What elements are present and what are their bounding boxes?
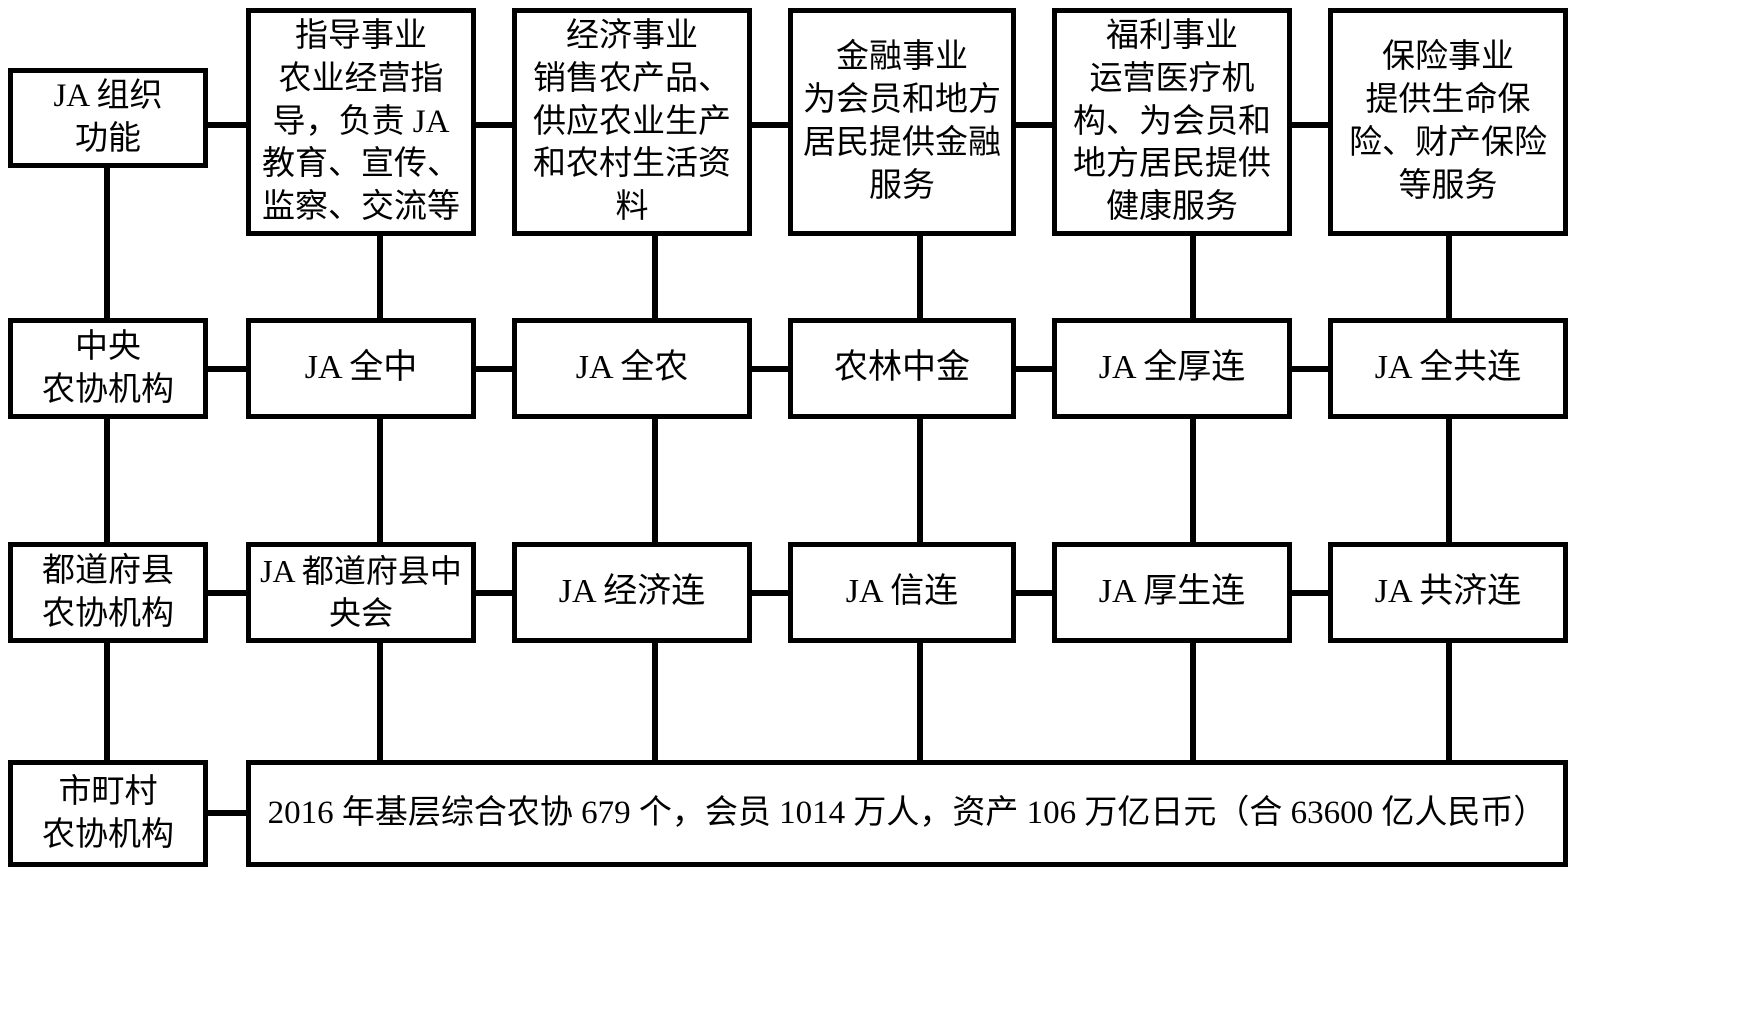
prefecture-org-ja-kyosairen-text: JA 共济连 [1374,573,1522,611]
prefecture-org-ja-koseiren-text: JA 厚生连 [1098,573,1246,611]
connector-welfare-to-insurance [1290,122,1330,128]
central-org-ja-zenkyoren[interactable]: JA 全共连 [1328,318,1568,419]
connector-zennoh-to-norinchukin [750,366,790,372]
central-org-ja-zenchu-text: JA 全中 [304,349,418,387]
business-box-finance[interactable]: 金融事业 为会员和地方居民提供金融服务 [788,8,1016,236]
row-label-central-text: 中央 农协机构 [42,328,174,408]
connector-shinren-to-base [917,642,923,760]
row-label-municipal[interactable]: 市町村 农协机构 [8,760,208,867]
prefecture-org-ja-keizairen-text: JA 经济连 [558,573,706,611]
prefecture-org-ja-chuokai[interactable]: JA 都道府县中央会 [246,542,476,643]
prefecture-org-ja-shinren-text: JA 信连 [845,573,959,611]
business-box-insurance-text: 保险事业 提供生命保险、财产保险等服务 [1349,39,1547,204]
connector-left-spine-3 [104,642,110,760]
connector-economy-to-finance [750,122,790,128]
connector-zenchu-to-zennoh [474,366,514,372]
connector-municipal-label-to-note [208,810,248,816]
central-org-norinchukin-text: 农林中金 [834,349,970,387]
central-org-ja-zenkyoren-text: JA 全共连 [1374,349,1522,387]
connector-keizairen-to-base [652,642,658,760]
base-level-summary-box[interactable]: 2016 年基层综合农协 679 个，会员 1014 万人，资产 106 万亿日… [246,760,1568,867]
prefecture-org-ja-koseiren[interactable]: JA 厚生连 [1052,542,1292,643]
connector-keizairen-to-shinren [750,590,790,596]
connector-insurance-to-zenkyoren [1446,232,1452,320]
business-box-guidance-text: 指导事业 农业经营指导，负责 JA 教育、宣传、监察、交流等 [262,17,460,226]
connector-welfare-to-zenkoren [1190,232,1196,320]
business-box-welfare[interactable]: 福利事业 运营医疗机构、为会员和地方居民提供健康服务 [1052,8,1292,236]
central-org-ja-zennoh-text: JA 全农 [575,349,689,387]
connector-economy-to-zennoh [652,232,658,320]
prefecture-org-ja-keizairen[interactable]: JA 经济连 [512,542,752,643]
business-box-guidance[interactable]: 指导事业 农业经营指导，负责 JA 教育、宣传、监察、交流等 [246,8,476,236]
connector-guidance-to-zenchu [377,232,383,320]
connector-koseiren-to-base [1190,642,1196,760]
connector-central-label-to-zenchu [208,366,248,372]
business-box-economy-text: 经济事业 销售农产品、供应农业生产和农村生活资料 [533,17,731,226]
connector-zenkoren-to-zenkyoren [1290,366,1330,372]
connector-chuokai-to-keizairen [474,590,514,596]
connector-left-spine-1 [104,168,110,320]
connector-zenkyoren-to-kyosairen [1446,419,1452,544]
connector-kyosairen-to-base [1446,642,1452,760]
connector-finance-to-norinchukin [917,232,923,320]
connector-guidance-to-economy [474,122,514,128]
prefecture-org-ja-chuokai-text: JA 都道府县中央会 [260,552,462,631]
connector-zenchu-to-chuokai [377,419,383,544]
connector-left-spine-2 [104,419,110,544]
connector-finance-to-welfare [1014,122,1054,128]
row-label-central[interactable]: 中央 农协机构 [8,318,208,419]
row-label-functions[interactable]: JA 组织 功能 [8,68,208,168]
central-org-norinchukin[interactable]: 农林中金 [788,318,1016,419]
row-label-functions-text: JA 组织 功能 [53,78,163,157]
connector-zenkoren-to-koseiren [1190,419,1196,544]
row-label-municipal-text: 市町村 农协机构 [42,773,174,853]
prefecture-org-ja-shinren[interactable]: JA 信连 [788,542,1016,643]
business-box-insurance[interactable]: 保险事业 提供生命保险、财产保险等服务 [1328,8,1568,236]
business-box-welfare-text: 福利事业 运营医疗机构、为会员和地方居民提供健康服务 [1073,17,1271,226]
connector-zennoh-to-keizairen [652,419,658,544]
connector-functions-to-guidance [208,122,248,128]
central-org-ja-zenkoren[interactable]: JA 全厚连 [1052,318,1292,419]
row-label-prefecture-text: 都道府县 农协机构 [42,552,174,632]
central-org-ja-zenkoren-text: JA 全厚连 [1098,349,1246,387]
connector-norinchukin-to-shinren [917,419,923,544]
row-label-prefecture[interactable]: 都道府县 农协机构 [8,542,208,643]
business-box-economy[interactable]: 经济事业 销售农产品、供应农业生产和农村生活资料 [512,8,752,236]
business-box-finance-text: 金融事业 为会员和地方居民提供金融服务 [803,39,1001,204]
connector-norinchukin-to-zenkoren [1014,366,1054,372]
connector-koseiren-to-kyosairen [1290,590,1330,596]
connector-prefecture-label-to-chuokai [208,590,248,596]
prefecture-org-ja-kyosairen[interactable]: JA 共济连 [1328,542,1568,643]
connector-chuokai-to-base [377,642,383,760]
base-level-summary-text: 2016 年基层综合农协 679 个，会员 1014 万人，资产 106 万亿日… [267,795,1547,832]
connector-shinren-to-koseiren [1014,590,1054,596]
central-org-ja-zenchu[interactable]: JA 全中 [246,318,476,419]
central-org-ja-zennoh[interactable]: JA 全农 [512,318,752,419]
